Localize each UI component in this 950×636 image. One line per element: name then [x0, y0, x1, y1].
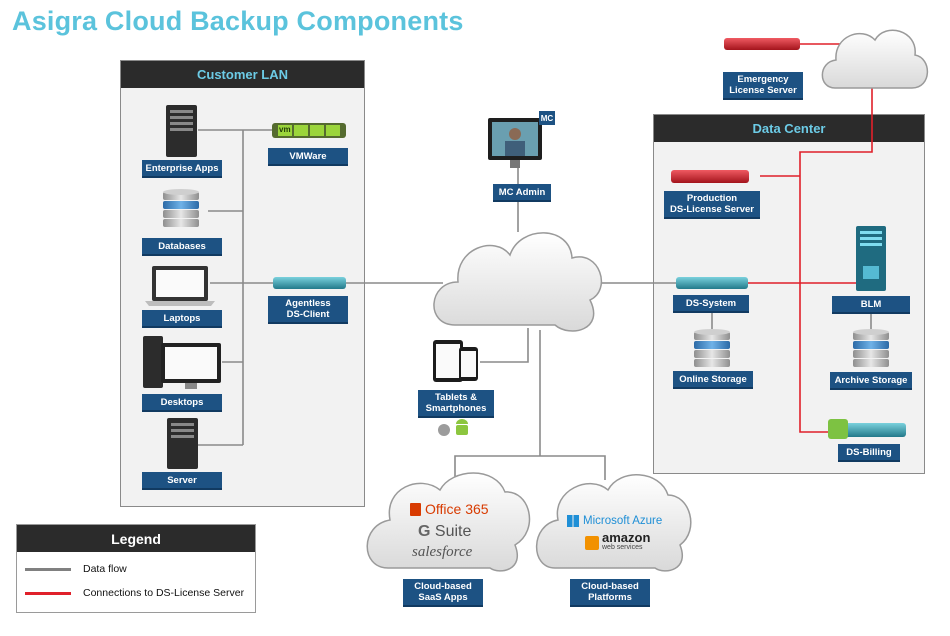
license-swatch [25, 591, 71, 595]
legend-heading: Legend [17, 525, 255, 552]
gsuite-logo: G Suite [418, 523, 471, 541]
enterprise-apps-server-icon [166, 105, 197, 157]
legend-label-license: Connections to DS-License Server [83, 587, 245, 599]
databases-label: Databases [142, 238, 222, 256]
online-storage-label: Online Storage [673, 371, 753, 389]
laptops-label: Laptops [142, 310, 222, 328]
internet-cloud [433, 232, 602, 332]
production-license-rack-icon [671, 170, 749, 183]
enterprise-apps-label: Enterprise Apps [142, 160, 222, 178]
azure-logo: Microsoft Azure [567, 515, 662, 527]
laptop-icon [145, 266, 215, 306]
office365-logo: Office 365 [410, 501, 489, 517]
tablets-smartphones-label: Tablets & Smartphones [418, 390, 494, 418]
gsuite-g: G [418, 523, 431, 540]
aws-boxes-icon [585, 536, 599, 550]
vmware-rack-icon [272, 123, 346, 138]
saas-cloud [366, 472, 531, 572]
license-lines [748, 43, 873, 433]
aws-subtext: web services [602, 544, 643, 551]
ds-billing-rack-icon [828, 419, 906, 439]
salesforce-logo: salesforce [412, 544, 473, 560]
databases-icon [163, 189, 199, 227]
legend-label-data-flow: Data flow [83, 563, 127, 575]
emergency-license-label: Emergency License Server [723, 72, 803, 100]
blm-server-icon [856, 226, 886, 291]
customer-lan-heading: Customer LAN [121, 61, 364, 88]
ds-client-rack-icon [273, 277, 346, 289]
office365-text: Office 365 [425, 501, 489, 517]
mc-admin-monitor-icon [488, 118, 542, 168]
emergency-license-rack-icon [724, 38, 800, 50]
aws-text-wrap: amazon web services [602, 530, 651, 553]
tablet-phone-icon [433, 340, 478, 382]
azure-text: Microsoft Azure [583, 515, 663, 527]
online-storage-icon [694, 329, 730, 367]
archive-storage-icon [853, 329, 889, 367]
data-flow-lines [198, 129, 872, 480]
platforms-label: Cloud-based Platforms [570, 579, 650, 607]
ds-system-label: DS-System [673, 295, 749, 313]
gsuite-suite: Suite [434, 523, 472, 540]
android-icon [456, 419, 468, 435]
ds-system-rack-icon [676, 277, 748, 289]
desktop-icon [143, 336, 221, 389]
office-icon [410, 502, 421, 516]
vmware-label: VMWare [268, 148, 348, 166]
aws-logo: amazon web services [585, 530, 651, 553]
page-title: Asigra Cloud Backup Components [12, 6, 464, 36]
data-center-heading: Data Center [654, 115, 924, 142]
mc-admin-label: MC Admin [493, 184, 551, 202]
apple-icon [438, 424, 450, 436]
legend-row-license: Connections to DS-License Server [25, 587, 244, 599]
platforms-cloud [535, 474, 692, 572]
windows-icon [567, 515, 579, 527]
legend: Legend Data flow Connections to DS-Licen… [16, 524, 256, 613]
archive-storage-label: Archive Storage [830, 372, 912, 390]
data-flow-swatch [25, 567, 71, 571]
server-label: Server [142, 472, 222, 490]
ds-billing-label: DS-Billing [838, 444, 900, 462]
vm-tag: vm [279, 125, 291, 134]
legend-row-data-flow: Data flow [25, 563, 127, 575]
agentless-ds-client-label: Agentless DS-Client [268, 296, 348, 324]
production-license-label: Production DS-License Server [664, 191, 760, 219]
desktops-label: Desktops [142, 394, 222, 412]
saas-apps-label: Cloud-based SaaS Apps [403, 579, 483, 607]
amazon-text: amazon [602, 530, 651, 545]
mc-badge: MC [539, 111, 555, 125]
server-tower-icon [167, 418, 198, 469]
blm-label: BLM [832, 296, 910, 314]
license-cloud [821, 29, 929, 89]
